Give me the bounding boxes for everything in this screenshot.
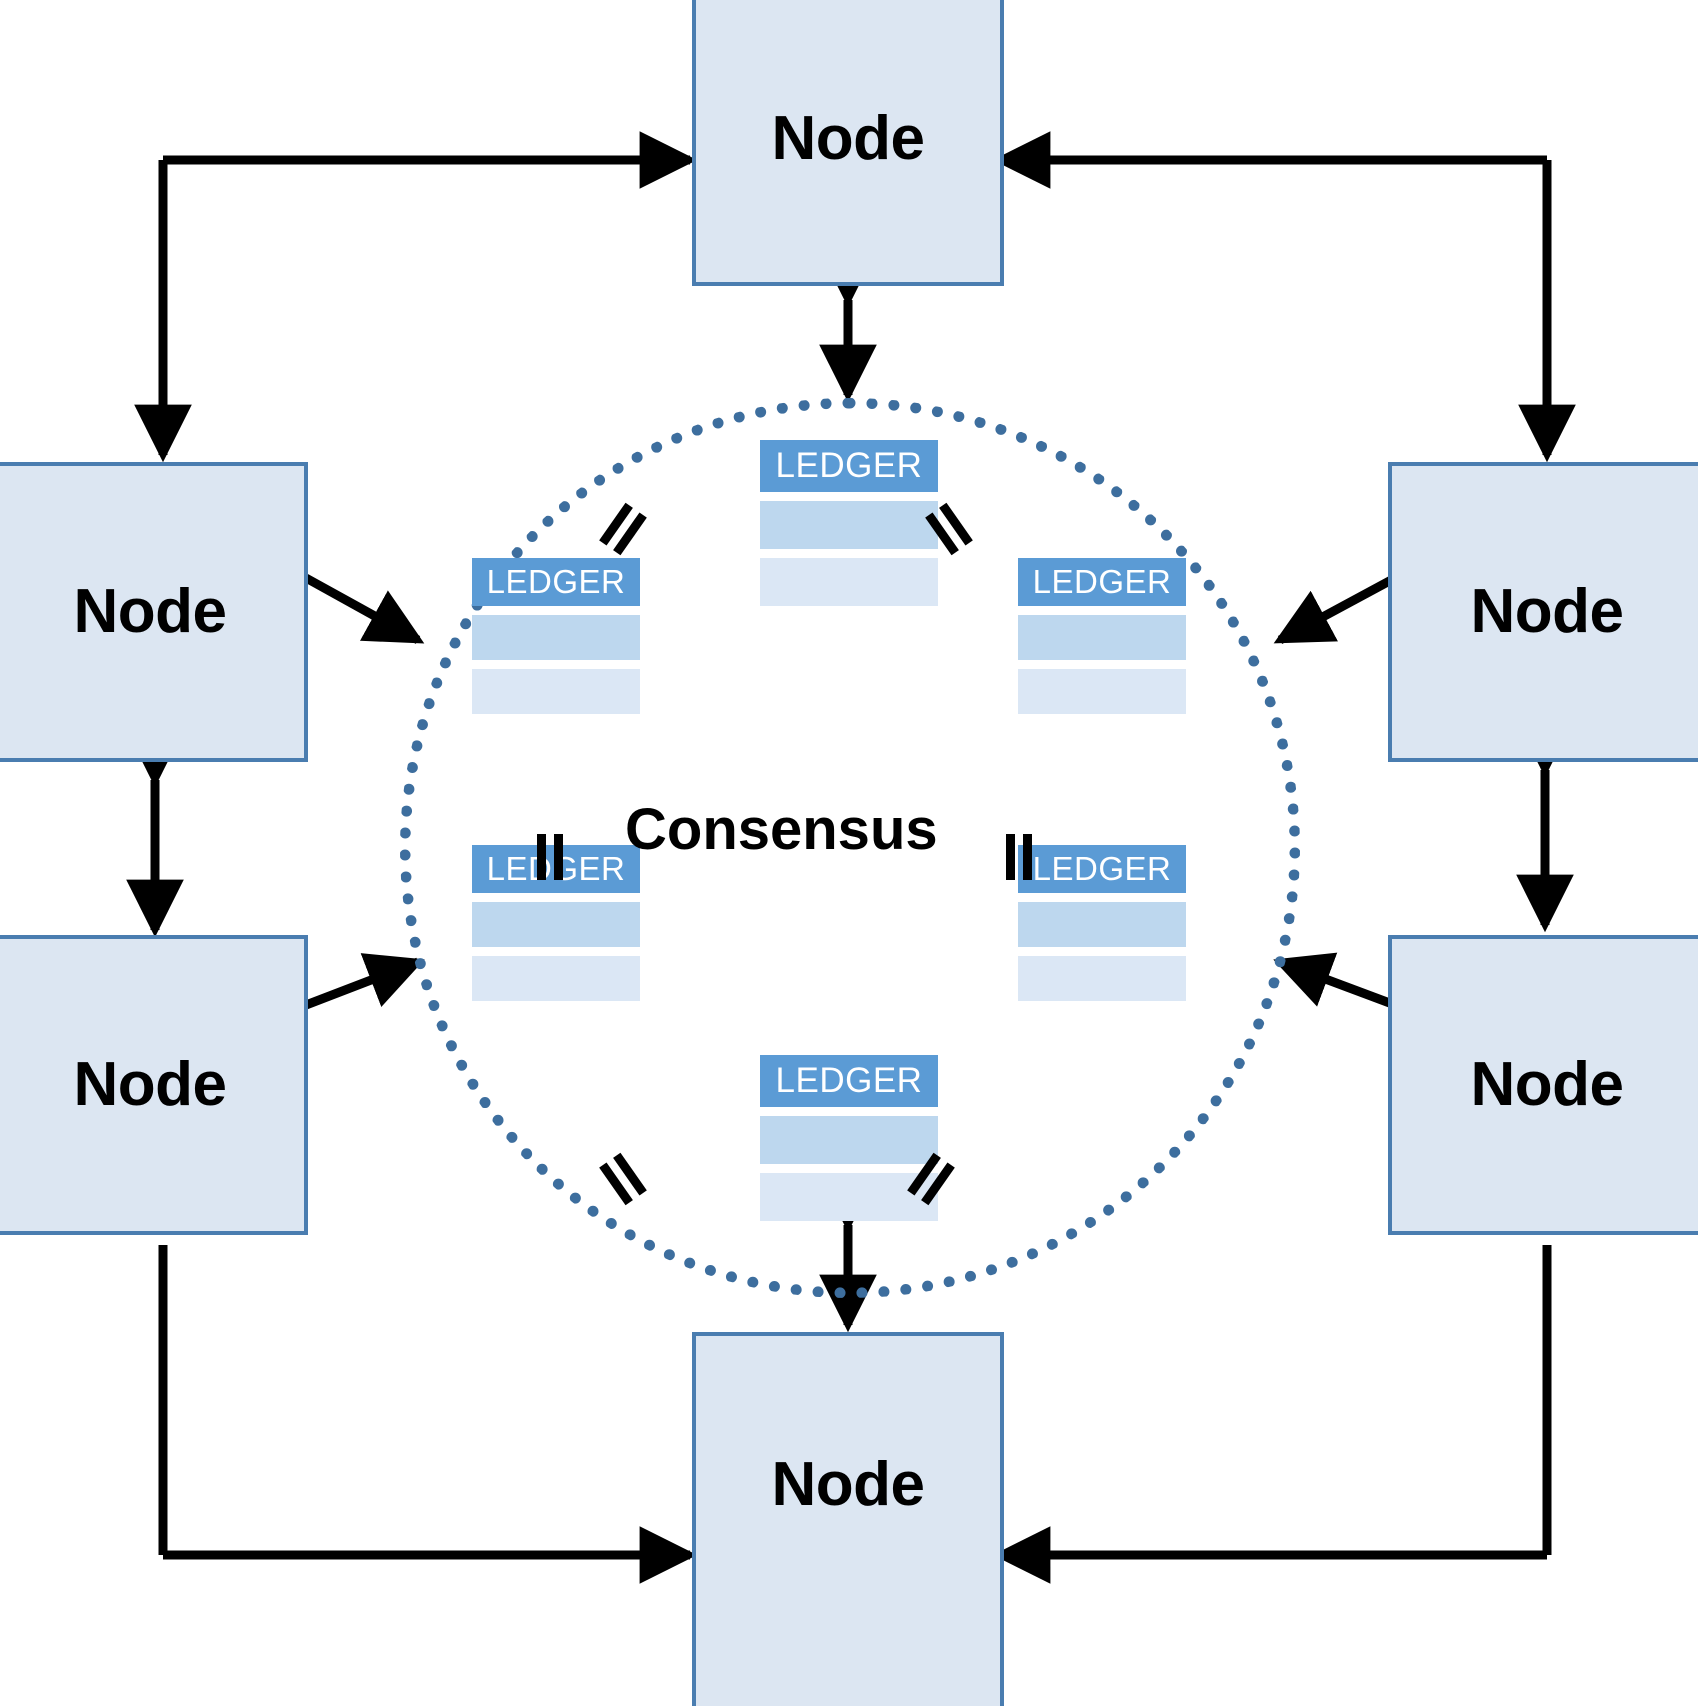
ledger-left-upper[interactable]: LEDGER [472, 558, 640, 714]
arrow-rightlower-to-circle [1273, 952, 1453, 1050]
node-top-label: Node [771, 104, 926, 173]
ledger-bottom-header: LEDGER [760, 1055, 938, 1107]
ledger-left-upper-row-2 [472, 669, 640, 714]
equals-icon-mid-right [1002, 834, 1036, 880]
arrow-rightlower-to-bottom [992, 1245, 1552, 1584]
ledger-right-upper-header: LEDGER [1018, 558, 1186, 606]
ledger-top[interactable]: LEDGER [760, 440, 938, 606]
node-left-upper[interactable]: Node [0, 462, 308, 762]
ledger-top-header: LEDGER [760, 440, 938, 492]
ledger-left-upper-row-1 [472, 615, 640, 660]
node-left-lower-label: Node [73, 1050, 228, 1119]
ledger-left-lower-row-2 [472, 956, 640, 1001]
ledger-bottom[interactable]: LEDGER [760, 1055, 938, 1221]
consensus-label: Consensus [625, 797, 938, 862]
equals-icon-mid-left [533, 834, 567, 880]
arrow-leftlower-to-circle [248, 953, 425, 1050]
ledger-right-lower-row-1 [1018, 902, 1186, 947]
ledger-left-upper-header: LEDGER [472, 558, 640, 606]
ledger-bottom-row-1 [760, 1116, 938, 1164]
node-bottom-label: Node [771, 1450, 926, 1519]
arrow-rightupper-to-circle [1273, 528, 1454, 644]
arrow-leftupper-to-circle [247, 528, 425, 644]
ledger-left-lower-row-1 [472, 902, 640, 947]
ledger-right-upper-row-2 [1018, 669, 1186, 714]
ledger-right-lower[interactable]: LEDGER [1018, 845, 1186, 1001]
node-right-lower-label: Node [1470, 1050, 1625, 1119]
ledger-top-row-2 [760, 558, 938, 606]
ledger-right-upper-row-1 [1018, 615, 1186, 660]
node-top[interactable]: Node [692, 0, 1004, 286]
node-bottom[interactable]: Node [692, 1332, 1004, 1706]
node-right-lower[interactable]: Node [1388, 935, 1698, 1235]
ledger-top-row-1 [760, 501, 938, 549]
arrow-leftupper-to-top [134, 131, 698, 463]
arrow-leftlower-to-bottom [158, 1245, 698, 1584]
node-left-lower[interactable]: Node [0, 935, 308, 1235]
dotted-circle-icon [400, 398, 1300, 1298]
ledger-right-lower-row-2 [1018, 956, 1186, 1001]
node-right-upper[interactable]: Node [1388, 462, 1698, 762]
ledger-bottom-row-2 [760, 1173, 938, 1221]
ledger-right-lower-header: LEDGER [1018, 845, 1186, 893]
node-left-upper-label: Node [73, 577, 228, 646]
arrow-rightupper-to-top [992, 131, 1576, 463]
ledger-right-upper[interactable]: LEDGER [1018, 558, 1186, 714]
node-right-upper-label: Node [1470, 577, 1625, 646]
